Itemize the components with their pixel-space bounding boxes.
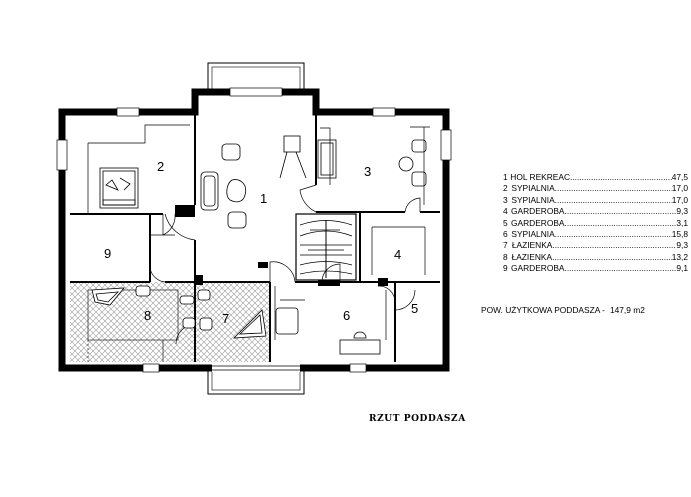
wall-stubs: [175, 205, 388, 286]
bathroom-fixtures: [91, 285, 267, 339]
doors: [149, 184, 421, 345]
bathroom-8-tiles: [70, 282, 195, 362]
room-number-2: 2: [157, 159, 164, 174]
total-value: 147,9 m2: [609, 305, 645, 315]
legend-row: 2SYPIALNIA17,0: [503, 183, 688, 194]
legend-row: 9GARDEROBA9,1: [503, 263, 688, 274]
lounge-furniture: [200, 135, 307, 229]
windows: [56, 87, 452, 373]
legend-row: 4GARDEROBA9,3: [503, 206, 688, 217]
room-number-1: 1: [260, 191, 267, 206]
legend-row: 6SYPIALNIA15,8: [503, 229, 688, 240]
room-number-3: 3: [364, 164, 371, 179]
room-3-furniture: [317, 139, 427, 187]
room-number-5: 5: [411, 301, 418, 316]
legend-row: 3SYPIALNIA17,0: [503, 195, 688, 206]
legend-row: 8ŁAZIENKA13,2: [503, 252, 688, 263]
staircase: [295, 213, 357, 281]
legend-row: 7ŁAZIENKA9,3: [503, 240, 688, 251]
room-number-6: 6: [343, 308, 350, 323]
room-6-furniture: [275, 307, 381, 355]
fittings: [87, 124, 430, 340]
legend-row: 5GARDEROBA3,1: [503, 218, 688, 229]
bed-room-2: [99, 167, 139, 209]
room-number-8: 8: [144, 308, 151, 323]
room-number-9: 9: [104, 246, 111, 261]
room-number-4: 4: [394, 247, 401, 262]
total-label: POW. UŻYTKOWA PODDASZA -: [481, 305, 605, 315]
total-usable-area: POW. UŻYTKOWA PODDASZA - 147,9 m2: [481, 305, 650, 315]
room-number-7: 7: [222, 311, 229, 326]
plan-caption: RZUT PODDASZA: [369, 414, 466, 424]
